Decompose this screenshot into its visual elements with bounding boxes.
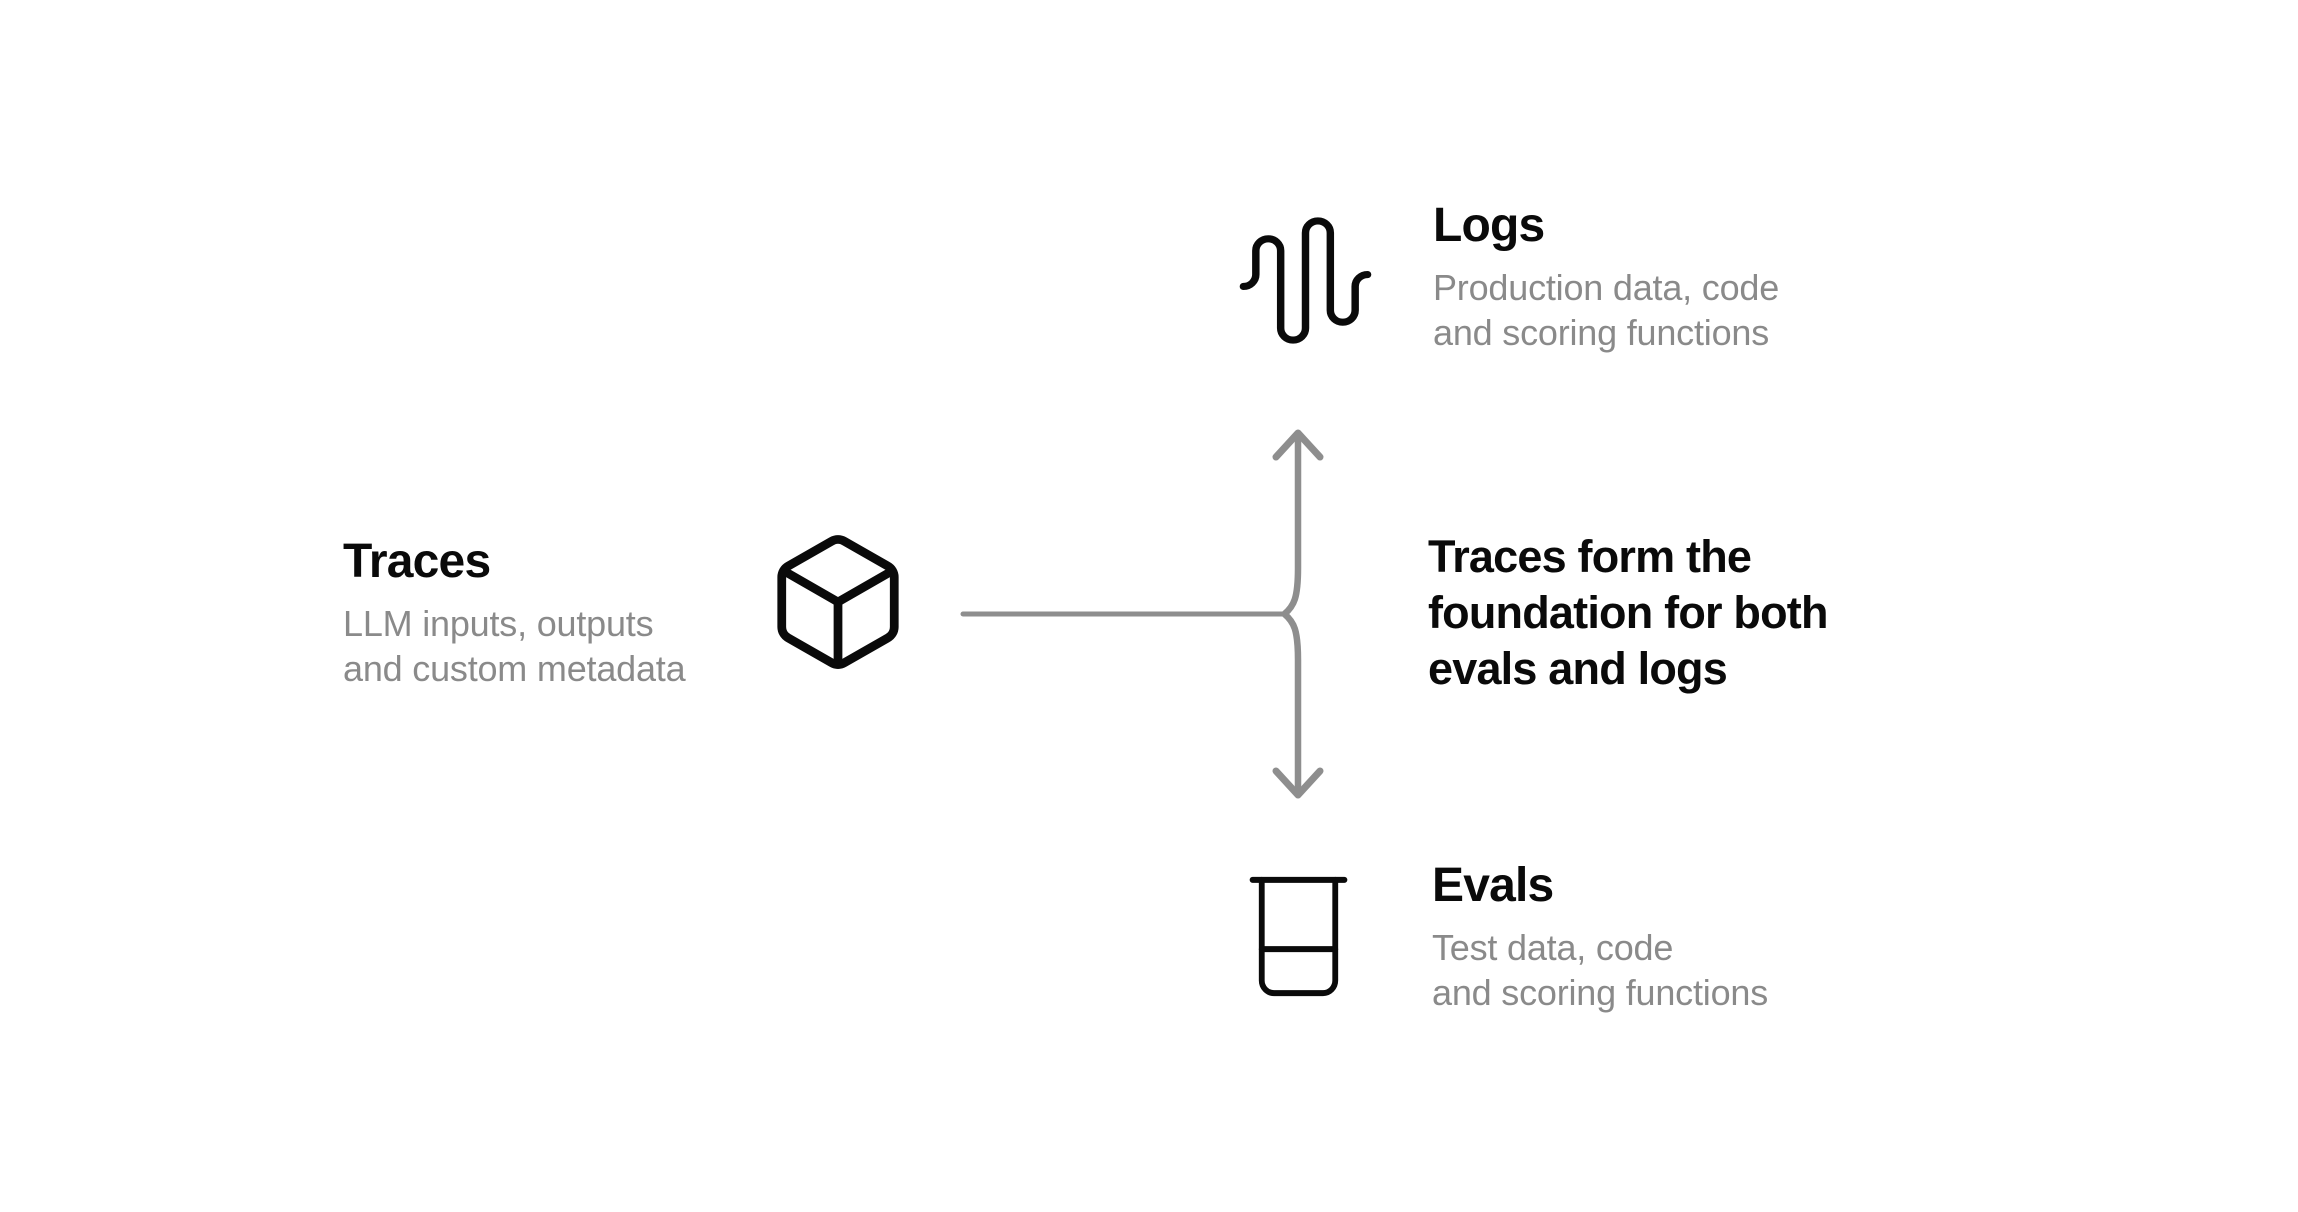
evals-node: Evals Test data, code and scoring functi…	[1432, 857, 1972, 1015]
connector-group	[960, 429, 1324, 799]
branch-vertical-line	[1281, 437, 1302, 793]
evals-title: Evals	[1432, 859, 1554, 912]
arrowhead-down-icon	[1272, 767, 1324, 799]
traces-title: Traces	[343, 535, 491, 588]
logs-node: Logs Production data, code and scoring f…	[1433, 197, 1973, 355]
annotation-text: Traces form the foundation for both eval…	[1428, 531, 1828, 694]
evals-description: Test data, code and scoring functions	[1432, 927, 1769, 1013]
box-icon	[777, 535, 899, 669]
arrowhead-up-icon	[1272, 429, 1324, 461]
logs-title: Logs	[1433, 199, 1545, 252]
traces-node: Traces LLM inputs, outputs and custom me…	[343, 533, 883, 691]
beaker-icon	[1249, 876, 1348, 997]
traces-description: LLM inputs, outputs and custom metadata	[343, 603, 686, 689]
logs-description: Production data, code and scoring functi…	[1433, 267, 1780, 353]
waveform-icon	[1239, 217, 1372, 344]
